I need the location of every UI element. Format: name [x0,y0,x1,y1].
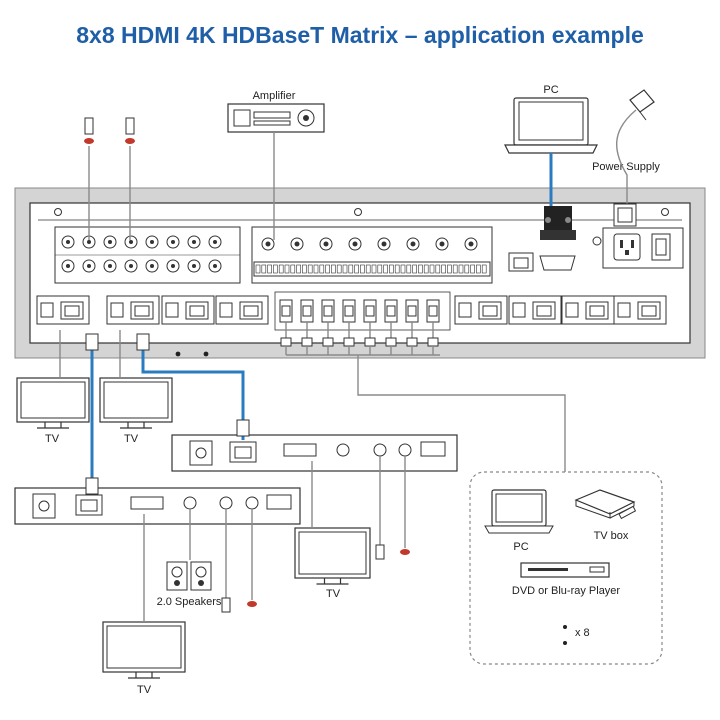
power-supply: Power Supply [592,89,660,227]
tv-2-label: TV [124,433,139,445]
tvs [16,377,371,679]
hdmi-inputs [274,291,451,356]
matrix-unit [14,187,706,359]
source-tvbox-label: TV box [594,530,629,542]
speakers-label: 2.0 Speakers [157,596,222,608]
power-inlet [602,227,684,269]
ir-cables-top [84,117,135,240]
control-ports [508,236,602,272]
tv-1-label: TV [45,433,60,445]
output-ports [36,295,667,325]
power-supply-label: Power Supply [592,161,660,173]
page-title: 8x8 HDMI 4K HDBaseT Matrix – application… [76,22,644,48]
audio-out-block [251,226,493,284]
hdbaset-receiver-2 [14,487,301,525]
hdbaset-receiver-1 [171,434,458,472]
amplifier-label: Amplifier [253,90,296,102]
source-dvd-label: DVD or Blu-ray Player [512,585,621,597]
source-devices: PC TV box DVD or Blu-ray Player x 8 [469,471,663,665]
tv-3-label: TV [326,588,341,600]
ir-port-block [54,226,241,284]
pc-label: PC [543,84,558,96]
amplifier: Amplifier [227,90,325,133]
pc-laptop: PC [504,84,598,154]
tv-4-label: TV [137,684,152,696]
rs232-plug [540,206,576,240]
speakers: 2.0 Speakers [157,561,222,608]
source-pc-label: PC [513,541,528,553]
source-count-label: x 8 [575,627,590,639]
